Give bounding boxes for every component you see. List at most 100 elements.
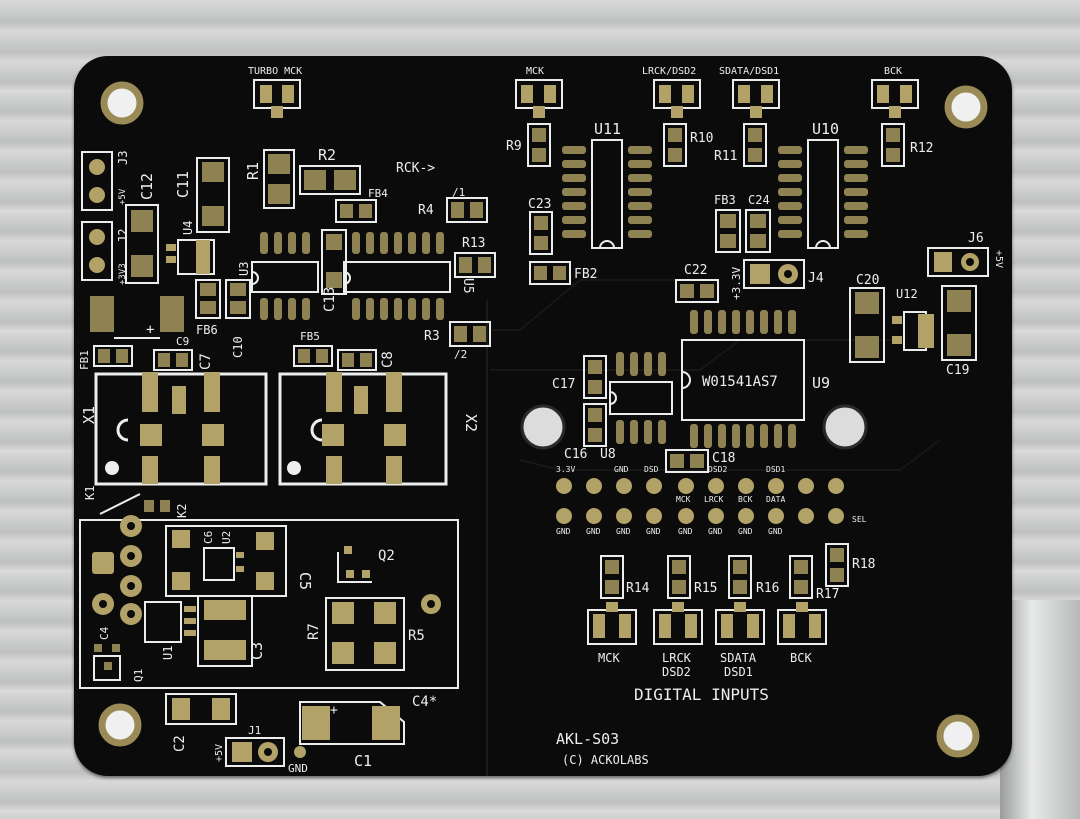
res-r3	[449, 321, 491, 347]
cap-c8	[337, 349, 377, 371]
ref-c7: C7	[198, 353, 214, 370]
chip-u5-pins	[352, 232, 444, 320]
pin-label-dsd: DSD	[644, 465, 659, 474]
ref-fb1: FB1	[78, 350, 91, 370]
ref-u9: U9	[812, 374, 830, 392]
header-lrck	[653, 79, 701, 118]
transistor-q1	[93, 644, 121, 681]
ferrite-fb6	[195, 279, 221, 319]
cap-c18	[665, 449, 709, 473]
label-3-3v-j4: +3.3V	[730, 267, 743, 300]
res-r11	[743, 123, 767, 167]
chip-u3-pins	[260, 232, 310, 320]
pin-label-gnd-b4: GND	[646, 527, 661, 536]
ref-fb2: FB2	[574, 267, 597, 282]
ferrite-fb3	[715, 209, 741, 253]
ferrite-fb2	[529, 261, 571, 285]
ref-c11: C11	[174, 171, 192, 198]
chip-u9-marking: W01541AS7	[702, 374, 778, 390]
gnd-pad	[294, 746, 306, 758]
chip-u5	[343, 261, 451, 293]
pin-label-3v3: 3.3V	[556, 465, 575, 474]
ref-x1: X1	[80, 406, 98, 424]
pin-label-gnd-1: GND	[614, 465, 629, 474]
ref-r13: R13	[462, 236, 485, 251]
chip-u2-area	[165, 525, 287, 597]
ref-c16: C16	[564, 447, 587, 462]
label-bck: BCK	[884, 66, 902, 77]
pin-label-gnd-b2: GND	[586, 527, 601, 536]
mounting-hole-bottom-left	[98, 703, 142, 747]
ref-c24: C24	[748, 193, 770, 207]
pin-label-sel: SEL	[852, 515, 867, 524]
ref-r15: R15	[694, 581, 717, 596]
chip-u9	[681, 310, 805, 448]
section-title: DIGITAL INPUTS	[634, 685, 769, 704]
cap-c22	[675, 279, 719, 303]
ref-k1: K1	[83, 486, 97, 500]
trace	[519, 439, 941, 471]
res-r10	[663, 123, 687, 167]
cap-c1	[299, 701, 405, 745]
header-turbo-mck	[253, 79, 301, 118]
res-r13	[454, 252, 496, 278]
connector-j1	[225, 737, 285, 767]
ref-u8: U8	[600, 447, 616, 462]
ref-fb6: FB6	[196, 323, 218, 337]
pin-label-gnd-b3: GND	[616, 527, 631, 536]
label-gnd: GND	[288, 762, 308, 775]
label-plus-c1: +	[330, 703, 338, 718]
input-header-sdata	[715, 602, 765, 645]
ref-r7: R7	[306, 623, 322, 640]
label-5v-j3: +5V	[118, 188, 128, 205]
label-5v-j6: +5V	[993, 250, 1004, 268]
chip-u8	[609, 352, 673, 444]
ref-c3: C3	[248, 642, 266, 660]
chip-u10	[778, 139, 868, 249]
connector-j3	[81, 151, 113, 211]
chip-u4	[166, 239, 215, 275]
ref-j6: J6	[968, 231, 984, 246]
ref-c12: C12	[138, 173, 156, 200]
ref-u5: U5	[460, 278, 475, 294]
ref-c10: C10	[231, 336, 245, 358]
cap-c24	[745, 209, 771, 253]
cap-c3	[197, 595, 253, 667]
label-3v3: +3V3	[118, 263, 128, 285]
res-r2	[299, 165, 361, 195]
ref-r2: R2	[318, 146, 336, 164]
ref-u10: U10	[812, 120, 839, 138]
ref-c13: C13	[322, 287, 338, 312]
ref-q2: Q2	[378, 548, 395, 564]
chip-u1	[144, 601, 196, 643]
pin-label-dsd2: DSD2	[708, 465, 727, 474]
res-r17	[789, 555, 813, 599]
oscillator-x2	[278, 372, 448, 486]
cap-c13	[321, 229, 347, 295]
ref-j3: J3	[116, 151, 130, 165]
ref-c6: C6	[202, 531, 215, 544]
pin-label-dsd1: DSD1	[766, 465, 785, 474]
cap-c19	[941, 285, 977, 361]
input-label-mck: MCK	[598, 651, 620, 665]
ref-u4: U4	[181, 221, 195, 235]
pin-label-bck: BCK	[738, 495, 753, 504]
cap-c10	[225, 279, 251, 319]
label-lrck: LRCK/DSD2	[642, 66, 696, 77]
res-r1	[263, 149, 295, 209]
res-r18	[825, 543, 849, 587]
chip-u3	[251, 261, 319, 293]
ref-r16: R16	[756, 581, 779, 596]
ref-j2: J2	[116, 229, 130, 243]
ref-c20: C20	[856, 273, 879, 288]
ref-r3: R3	[424, 329, 440, 344]
standoff-left	[520, 404, 566, 450]
ref-u12: U12	[896, 287, 918, 301]
input-header-bck	[777, 602, 827, 645]
standoff-right	[822, 404, 868, 450]
pin-label-lrck: LRCK	[704, 495, 723, 504]
ref-c4: C4	[98, 626, 111, 640]
pin-label-gnd-b6: GND	[708, 527, 723, 536]
input-label-dsd1: DSD1	[724, 665, 753, 679]
